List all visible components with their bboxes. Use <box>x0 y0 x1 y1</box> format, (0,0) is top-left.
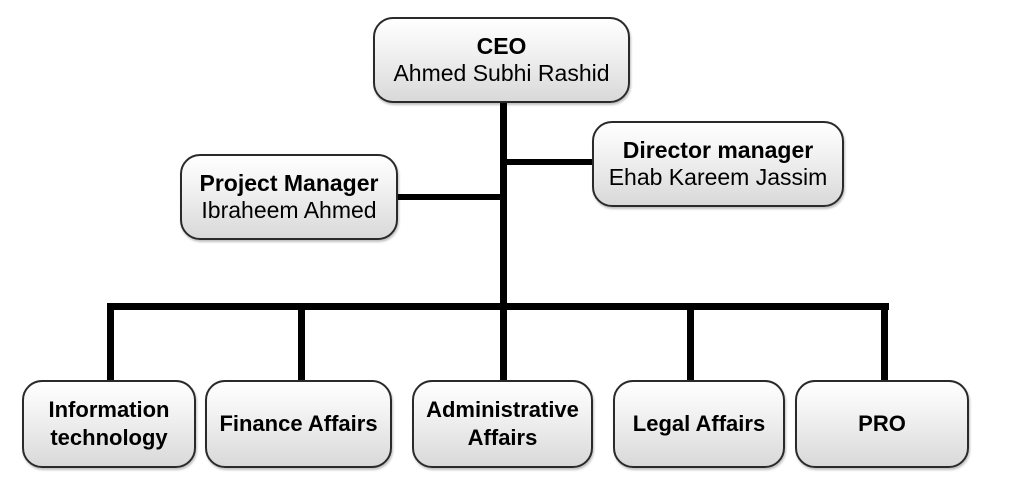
department-label: Finance Affairs <box>219 411 378 436</box>
connector-project-manager <box>395 194 507 200</box>
connector-director <box>500 159 600 165</box>
department-finance-affairs: Finance Affairs <box>205 380 392 468</box>
department-legal-affairs: Legal Affairs <box>613 380 785 468</box>
director-title: Director manager <box>622 137 814 163</box>
connector-dept-2 <box>298 303 305 383</box>
connector-dept-5 <box>881 303 888 383</box>
connector-dept-1 <box>107 303 114 383</box>
connector-ceo-trunk <box>500 100 507 310</box>
connector-department-bus <box>107 303 889 310</box>
ceo-name: Ahmed Subhi Rashid <box>393 60 610 86</box>
department-information-technology: Information technology <box>22 380 196 468</box>
project-manager-node: Project Manager Ibraheem Ahmed <box>180 154 398 240</box>
department-label: Legal Affairs <box>632 411 766 436</box>
director-node: Director manager Ehab Kareem Jassim <box>592 121 844 207</box>
department-administrative-affairs: Administrative Affairs <box>412 380 593 468</box>
connector-dept-4 <box>687 303 694 383</box>
department-pro: PRO <box>795 380 969 468</box>
department-label: Affairs <box>467 425 538 450</box>
department-label: Information <box>48 397 170 422</box>
department-label: Administrative <box>426 397 579 422</box>
ceo-node: CEO Ahmed Subhi Rashid <box>373 17 630 103</box>
department-label: PRO <box>858 411 906 436</box>
project-manager-title: Project Manager <box>199 170 379 196</box>
ceo-title: CEO <box>476 33 527 59</box>
connector-dept-3 <box>500 303 507 383</box>
director-name: Ehab Kareem Jassim <box>608 164 828 190</box>
project-manager-name: Ibraheem Ahmed <box>201 197 377 223</box>
department-label: technology <box>50 425 168 450</box>
